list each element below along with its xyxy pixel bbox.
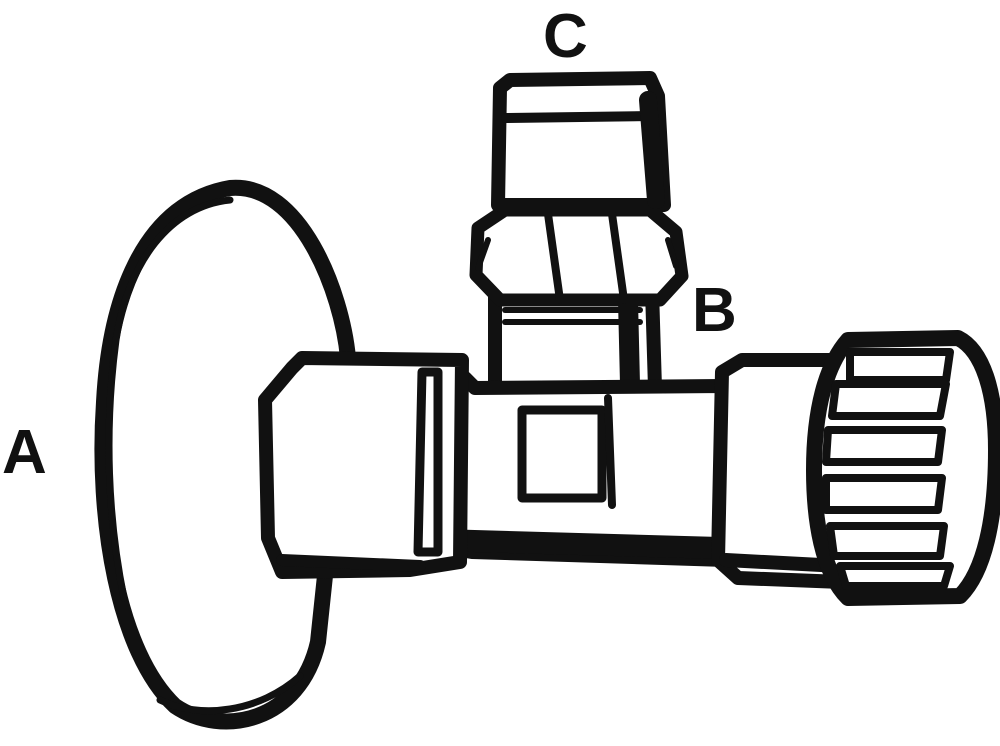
inlet-nut-icon [258,351,469,579]
label-a: A [2,418,47,487]
valve-body-icon [418,371,733,567]
label-c: C [543,2,588,71]
outlet-compression-nut-icon [469,203,689,307]
label-b: B [692,276,737,345]
wall-flange-icon [94,179,356,730]
outlet-stem-icon [491,71,671,212]
valve-handle-icon [806,330,1000,606]
